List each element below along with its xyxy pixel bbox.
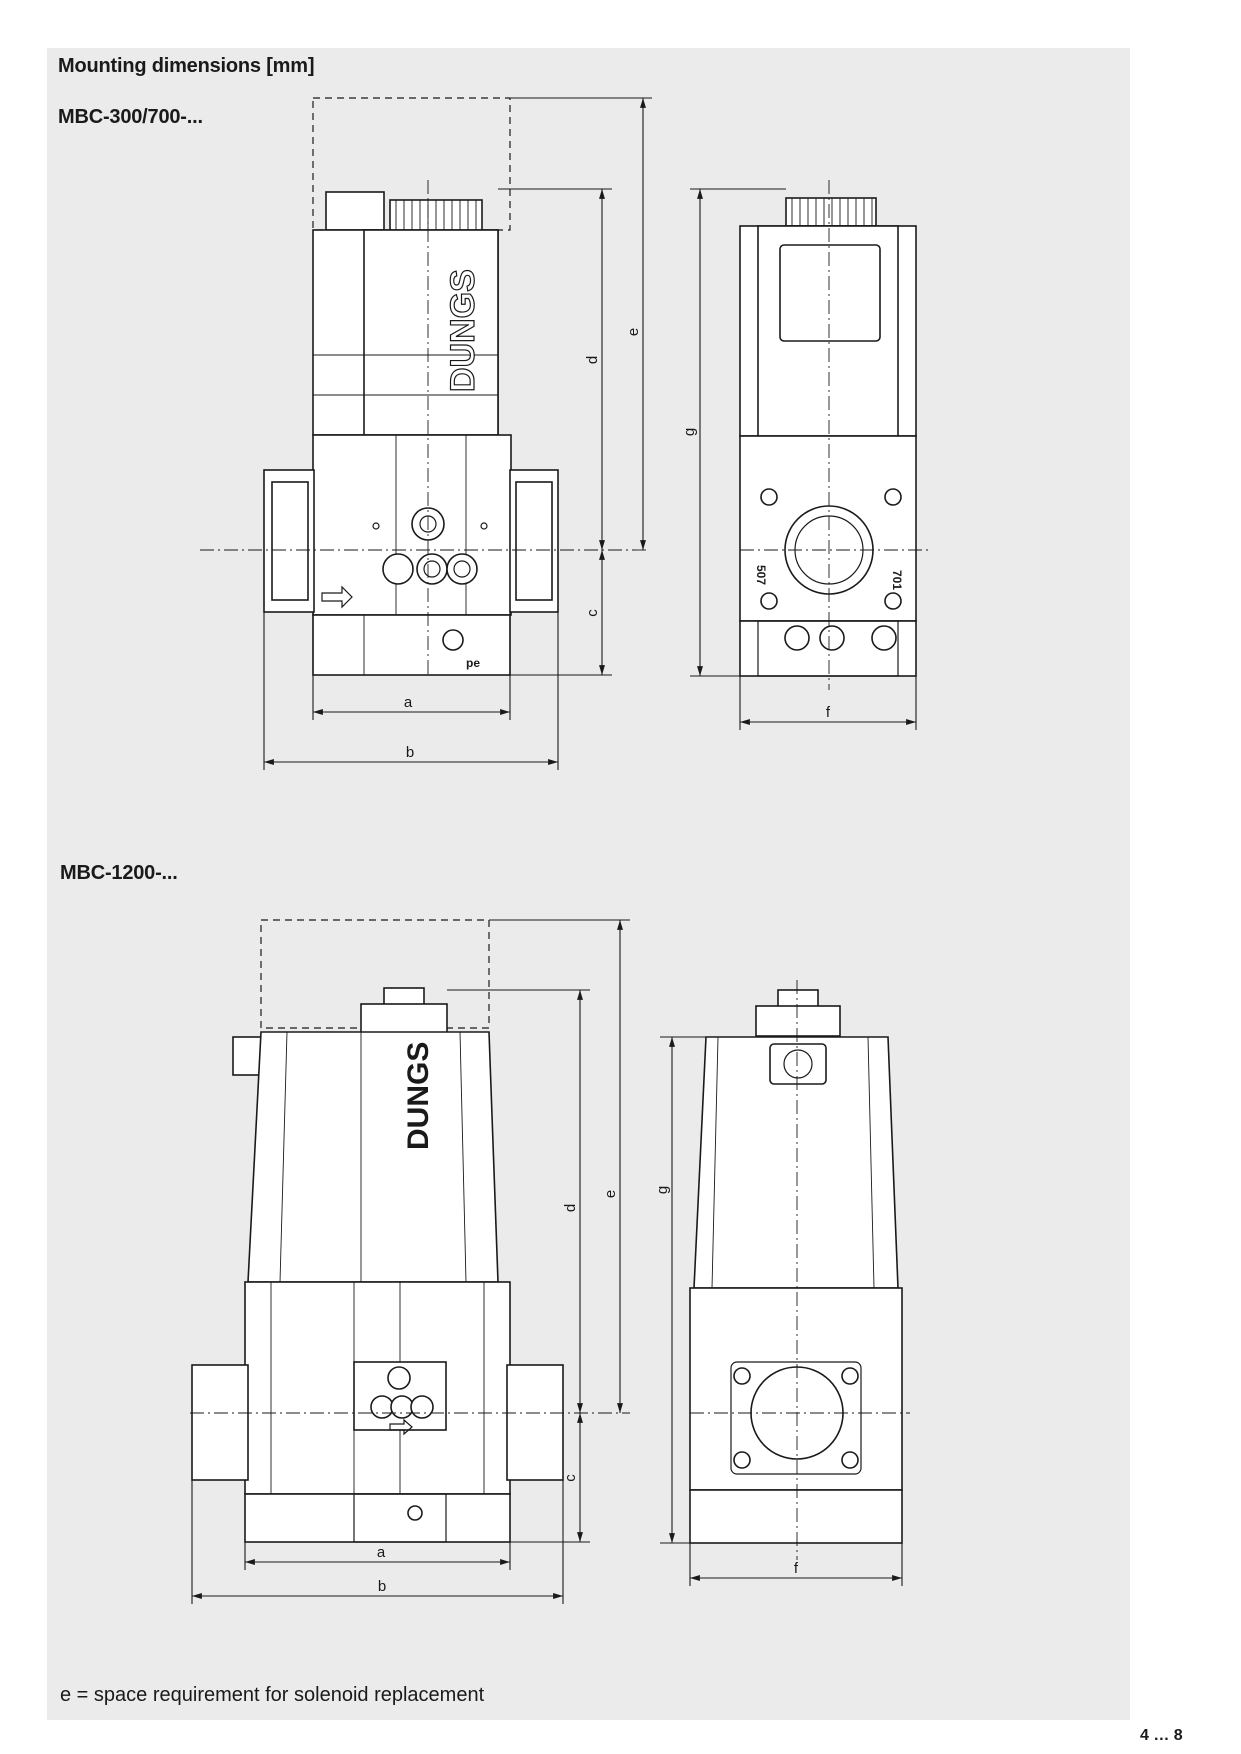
mbc-300-700-side-view: 507 701 [739,180,930,690]
pressure-switch-side [689,1489,903,1544]
cable-connector [232,1036,264,1076]
solenoid-clearance-outline [312,97,511,231]
port-label: pe [466,656,480,670]
mbc-300-700-front-view: DUNGS pe [200,97,650,676]
dimension-label-d: d [584,356,601,364]
knurled-nut [785,197,877,227]
cable-connector [325,191,385,231]
solenoid-window [779,244,881,342]
dimension-label-e: e [602,1190,619,1198]
adjust-knob-icon [407,1505,423,1521]
dimension-label-g: g [654,1186,671,1194]
dimension-label-d: d [562,1204,579,1212]
pressure-switch-block [312,614,511,676]
flow-direction-arrow-icon [321,585,353,609]
mbc-1200-front-view: DUNGS [190,919,630,1543]
test-port-icon [387,1366,411,1390]
inlet-flange [191,1364,249,1481]
flow-direction-arrow-icon [389,1418,413,1436]
dimension-label-b: b [406,744,414,761]
page-number: 4 … 8 [1140,1727,1183,1744]
outlet-flange [506,1364,564,1481]
brand-logo-text: DUNGS [402,1042,435,1150]
solenoid-window [769,1043,827,1085]
dimension-label-a: a [404,694,413,711]
dimension-label-f: f [826,704,831,721]
knurled-nut [360,1003,448,1035]
dimension-label-e: e [625,328,642,336]
dimension-label-c: c [584,609,601,617]
pressure-switch-block [244,1493,511,1543]
model-heading-mbc-1200: MBC-1200-... [60,862,178,884]
model-heading-mbc-300-700: MBC-300/700-... [58,106,203,128]
side-marking-507: 507 [754,565,768,585]
footnote: e = space requirement for solenoid repla… [60,1684,485,1706]
solenoid-front-panel [363,229,499,436]
dimension-label-b: b [378,1578,386,1595]
side-marking-701: 701 [890,570,904,590]
mbc-1200-side-dimensions: f g [654,1036,903,1586]
adjust-knob-icon [442,629,464,651]
dimension-label-g: g [681,428,698,436]
mbc-300-700-dimensions: a b c d e [263,97,652,770]
mbc-300-700-side-dimensions: f g [681,188,917,730]
mbc-1200-side-view [689,980,910,1560]
dimension-label-c: c [562,1474,579,1482]
dimension-label-a: a [377,1544,386,1561]
page-title: Mounting dimensions [mm] [58,55,315,77]
mbc-1200-dimensions: a b c d e [191,919,630,1604]
dimension-label-f: f [794,1560,799,1577]
brand-logo-text: DUNGS [444,269,482,392]
knurled-nut [755,1005,841,1037]
